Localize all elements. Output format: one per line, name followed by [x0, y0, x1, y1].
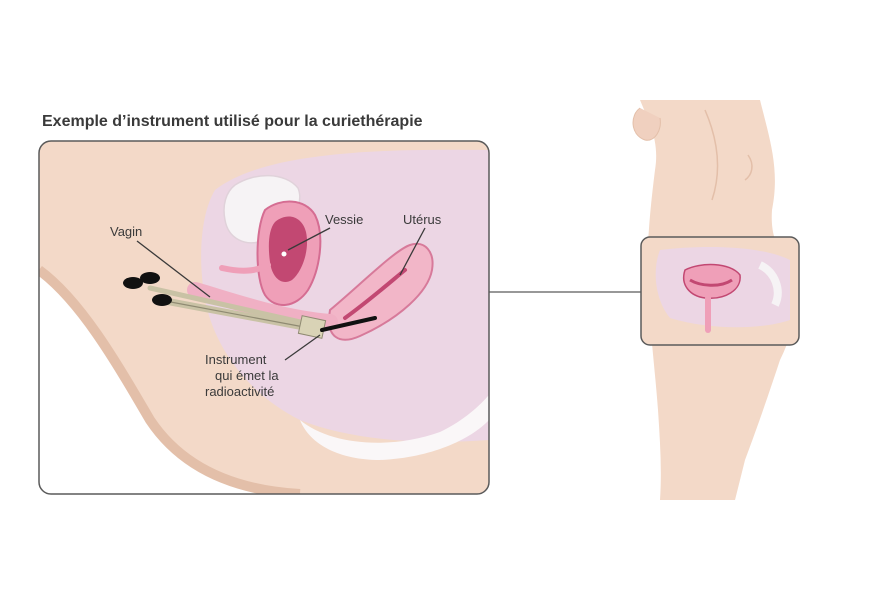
small-frame	[640, 236, 800, 346]
label-vessie: Vessie	[325, 212, 363, 227]
zoom-frame	[38, 140, 490, 495]
instrument-handle-1	[123, 277, 143, 289]
bladder-inner	[268, 216, 308, 282]
instrument-leader	[284, 334, 321, 361]
sacrum-bone	[300, 395, 489, 460]
figure-title: Exemple d’instrument utilisé pour la cur…	[42, 113, 423, 130]
torso-contour	[704, 109, 719, 201]
breast	[632, 107, 661, 141]
instrument-handle-3	[152, 294, 172, 306]
label-instrument-1: Instrument	[205, 352, 267, 367]
skin-contour	[39, 265, 301, 494]
zoomed-section: Vagin Vessie Utérus Instrument qui émet …	[39, 141, 489, 494]
navel-contour	[744, 154, 753, 181]
vessie-leader	[287, 227, 331, 251]
label-uterus: Utérus	[403, 212, 442, 227]
brachytherapy-instrument	[123, 272, 377, 339]
label-instrument-3: radioactivité	[205, 384, 274, 399]
uterus-leader	[399, 227, 426, 276]
vagin-leader	[136, 240, 211, 298]
bladder-point	[281, 251, 287, 257]
instrument-handle-2	[140, 272, 160, 284]
label-vagin: Vagin	[110, 224, 142, 239]
urethra	[219, 262, 271, 274]
label-instrument-2: qui émet la	[215, 368, 279, 383]
small-pelvis	[641, 237, 799, 345]
